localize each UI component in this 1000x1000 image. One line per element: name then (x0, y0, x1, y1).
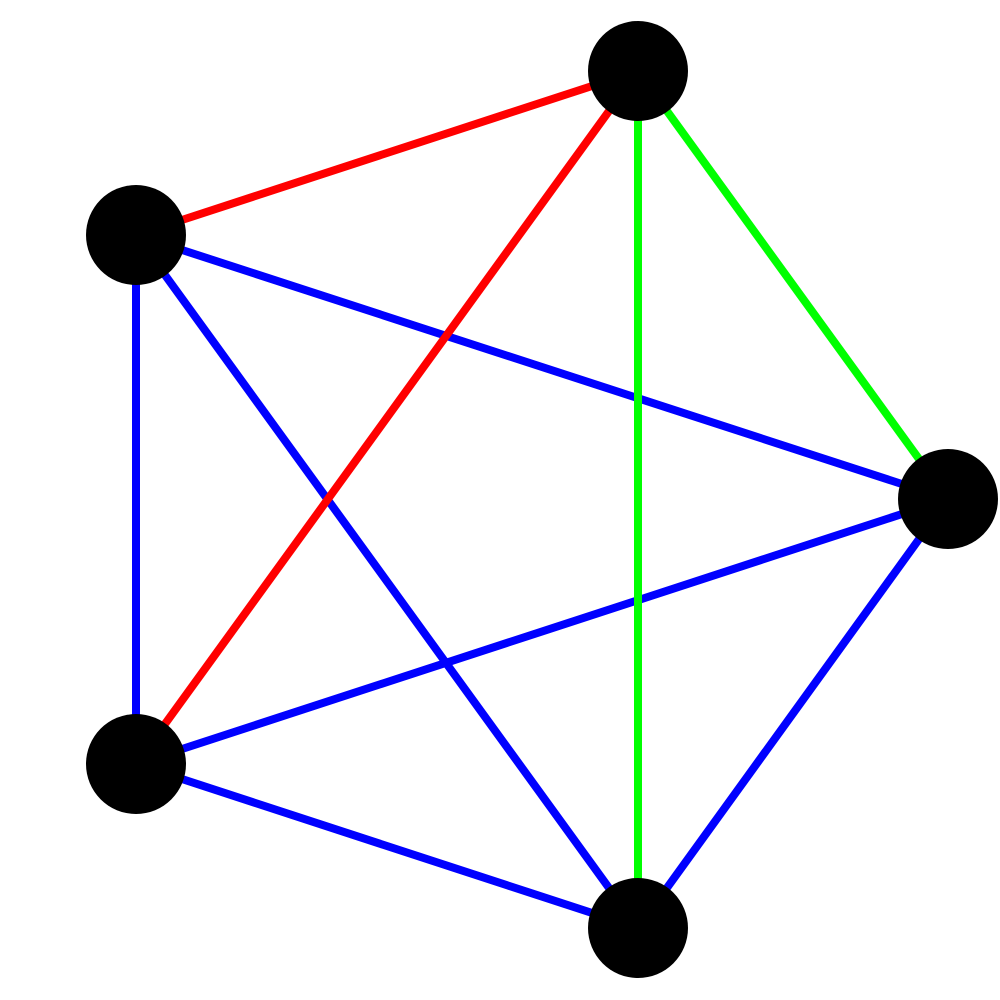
node-right (898, 449, 998, 549)
edge-right-bottom (634, 496, 952, 931)
edge-top-lower-left (132, 68, 642, 767)
edges-layer (132, 67, 952, 932)
edge-upper-left-right (134, 231, 950, 503)
edge-top-right (634, 68, 952, 502)
node-top (588, 21, 688, 121)
nodes-layer (86, 21, 998, 978)
node-upper-left (86, 185, 186, 285)
edge-lower-left-bottom (134, 760, 640, 932)
edge-upper-left-bottom (132, 232, 642, 931)
edge-lower-left-right (134, 495, 950, 768)
node-lower-left (86, 714, 186, 814)
node-bottom (588, 878, 688, 978)
edge-top-upper-left (134, 67, 640, 239)
